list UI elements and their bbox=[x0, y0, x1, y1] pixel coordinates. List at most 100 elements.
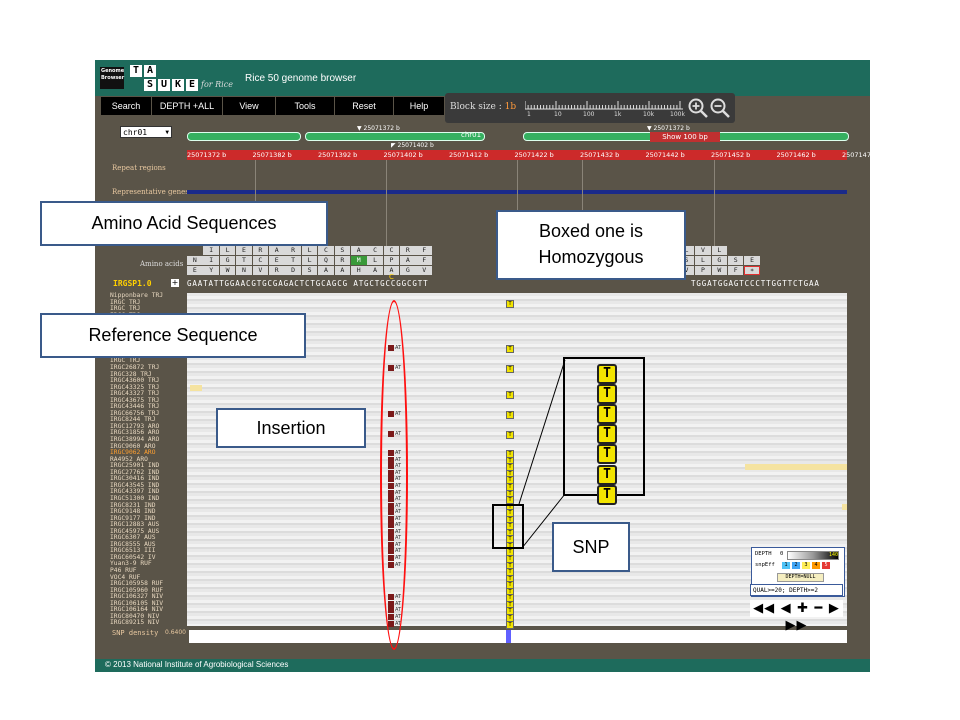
sample-name[interactable]: Nipponbare TRJ bbox=[110, 292, 164, 299]
sample-name[interactable]: IRGC38994 ARO bbox=[110, 436, 160, 444]
chromosome-select[interactable]: chr01▼ bbox=[120, 126, 172, 138]
expand-plus-icon[interactable]: + bbox=[171, 278, 179, 287]
sample-name[interactable]: IRGC9177 IND bbox=[110, 514, 156, 522]
amino-acid-cell[interactable]: P bbox=[695, 266, 711, 275]
tools-button[interactable]: Tools bbox=[276, 97, 334, 115]
amino-acid-cell[interactable]: A bbox=[334, 266, 351, 275]
snp-mark[interactable]: T bbox=[506, 410, 514, 419]
sample-name[interactable]: IRGC43545 IND bbox=[110, 481, 160, 489]
block-size-slider[interactable] bbox=[525, 99, 685, 111]
amino-acid-cell[interactable]: V bbox=[416, 266, 433, 275]
amino-acid-cell[interactable]: S bbox=[301, 266, 318, 275]
amino-acid-cell[interactable]: S bbox=[678, 256, 695, 265]
amino-acid-cell[interactable]: F bbox=[416, 256, 433, 265]
amino-acid-cell[interactable]: R bbox=[252, 246, 269, 255]
sample-name[interactable]: IRGC43325 TRJ bbox=[110, 383, 160, 391]
snp-mark[interactable]: T bbox=[506, 620, 514, 629]
sample-name[interactable]: IRGC8231 IND bbox=[110, 501, 156, 509]
amino-acid-cell[interactable]: I bbox=[203, 256, 219, 265]
sample-name[interactable]: IRGC12883 AUS bbox=[110, 521, 160, 529]
sample-name[interactable]: IRGC106105 NIV bbox=[110, 599, 164, 607]
sample-name[interactable]: IRGC6513 III bbox=[110, 547, 156, 555]
snp-mark[interactable]: T bbox=[506, 430, 514, 439]
sample-name[interactable]: IRGC9060 ARO bbox=[110, 442, 156, 450]
sample-name[interactable]: IRGC66756 TRJ bbox=[110, 409, 160, 417]
amino-acid-cell[interactable]: L bbox=[219, 246, 236, 255]
sample-name[interactable]: IRGC43446 TRJ bbox=[110, 403, 160, 411]
amino-acid-cell[interactable]: A bbox=[318, 266, 334, 275]
chromosome-bar-right[interactable] bbox=[305, 132, 485, 141]
sample-name[interactable]: IRGC45975 AUS bbox=[110, 527, 160, 535]
sample-name[interactable]: IRGC30416 IND bbox=[110, 475, 160, 483]
sample-name[interactable]: VOC4 RUF bbox=[110, 573, 141, 581]
amino-acid-cell[interactable]: R bbox=[285, 246, 301, 255]
amino-acid-cell[interactable]: A bbox=[400, 256, 416, 265]
amino-acid-cell[interactable]: S bbox=[334, 246, 351, 255]
amino-acid-cell[interactable]: A bbox=[383, 266, 400, 275]
amino-acid-cell[interactable]: A bbox=[367, 266, 383, 275]
sample-name[interactable]: IRGC43600 TRJ bbox=[110, 377, 160, 385]
sample-name[interactable]: IRGC TRJ bbox=[110, 357, 141, 365]
sample-name[interactable]: IRGC105958 RUF bbox=[110, 580, 164, 588]
amino-acid-cell[interactable]: C bbox=[383, 246, 400, 255]
sample-name[interactable]: IRGC25901 IND bbox=[110, 462, 160, 470]
amino-acid-cell[interactable]: F bbox=[416, 246, 433, 255]
amino-acid-cell[interactable]: G bbox=[711, 256, 728, 265]
zoom-in-icon[interactable] bbox=[687, 97, 709, 119]
sample-name[interactable]: IRGC105960 RUF bbox=[110, 586, 164, 594]
sample-name[interactable]: IRGC106164 NIV bbox=[110, 606, 164, 614]
view-button[interactable]: View bbox=[223, 97, 275, 115]
amino-acid-cell[interactable]: L bbox=[678, 246, 695, 255]
snp-mark[interactable]: T bbox=[506, 299, 514, 308]
amino-acid-cell[interactable]: * bbox=[744, 266, 760, 275]
snp-mark[interactable]: T bbox=[506, 345, 514, 354]
amino-acid-cell[interactable]: C bbox=[318, 246, 334, 255]
sample-name[interactable]: IRGC8244 TRJ bbox=[110, 416, 156, 424]
amino-acid-cell[interactable]: S bbox=[727, 256, 744, 265]
amino-acid-cell[interactable]: L bbox=[695, 256, 711, 265]
sample-name[interactable]: IRGC31856 ARO bbox=[110, 429, 160, 437]
amino-acid-cell[interactable]: W bbox=[219, 266, 236, 275]
sample-name[interactable]: IRGC43327 TRJ bbox=[110, 390, 160, 398]
amino-acid-cell[interactable]: R bbox=[268, 266, 285, 275]
amino-acid-cell[interactable]: G bbox=[400, 266, 416, 275]
sample-name[interactable]: IRGC89215 NIV bbox=[110, 619, 160, 627]
sample-name[interactable]: IRGC43675 TRJ bbox=[110, 396, 160, 404]
amino-acid-cell[interactable]: V bbox=[252, 266, 269, 275]
amino-acid-cell[interactable]: A bbox=[268, 246, 285, 255]
sample-name[interactable]: IRGC8555 AUS bbox=[110, 540, 156, 548]
sample-name[interactable]: IRGC TRJ bbox=[110, 305, 141, 313]
amino-acid-cell[interactable]: A bbox=[350, 246, 367, 255]
sample-name[interactable]: IRGC9062 ARO bbox=[110, 449, 156, 457]
amino-acid-cell[interactable]: Q bbox=[318, 256, 334, 265]
quality-filter[interactable]: QUAL>=20; DEPTH>=2 bbox=[750, 584, 843, 596]
amino-acid-cell[interactable]: E bbox=[744, 256, 760, 265]
amino-acid-cell[interactable]: M bbox=[350, 256, 367, 265]
amino-acid-cell[interactable]: Y bbox=[203, 266, 219, 275]
sample-name[interactable]: Yuan3-9 RUF bbox=[110, 560, 152, 568]
search-button[interactable]: Search bbox=[101, 97, 151, 115]
amino-acid-cell[interactable]: H bbox=[350, 266, 367, 275]
amino-acid-cell[interactable]: I bbox=[203, 246, 219, 255]
sample-name[interactable]: IRGC9148 IND bbox=[110, 508, 156, 516]
amino-acid-cell[interactable]: C bbox=[367, 246, 383, 255]
amino-acid-cell[interactable]: T bbox=[236, 256, 252, 265]
zoom-out-icon[interactable] bbox=[709, 97, 731, 119]
depth-all-button[interactable]: DEPTH +ALL bbox=[152, 97, 222, 115]
amino-acid-cell[interactable]: R bbox=[334, 256, 351, 265]
sample-name[interactable]: IRGC6307 AUS bbox=[110, 534, 156, 542]
amino-acid-cell[interactable]: V bbox=[695, 246, 711, 255]
amino-acid-cell[interactable]: N bbox=[236, 266, 252, 275]
sample-name[interactable]: IRGC328 TRJ bbox=[110, 370, 152, 378]
amino-acid-cell[interactable]: W bbox=[711, 266, 728, 275]
amino-acid-cell[interactable]: E bbox=[236, 246, 252, 255]
snp-mark[interactable]: T bbox=[506, 365, 514, 374]
help-button[interactable]: Help bbox=[394, 97, 444, 115]
amino-acid-cell[interactable]: T bbox=[285, 256, 301, 265]
sample-name[interactable]: IRGC12793 ARO bbox=[110, 422, 160, 430]
amino-acid-cell[interactable]: L bbox=[711, 246, 728, 255]
sample-name[interactable]: IRGC26872 TRJ bbox=[110, 364, 160, 372]
amino-acid-cell[interactable]: L bbox=[301, 246, 318, 255]
sample-name[interactable]: IRGC TRJ bbox=[110, 298, 141, 306]
amino-acid-cell[interactable]: N bbox=[187, 256, 203, 265]
